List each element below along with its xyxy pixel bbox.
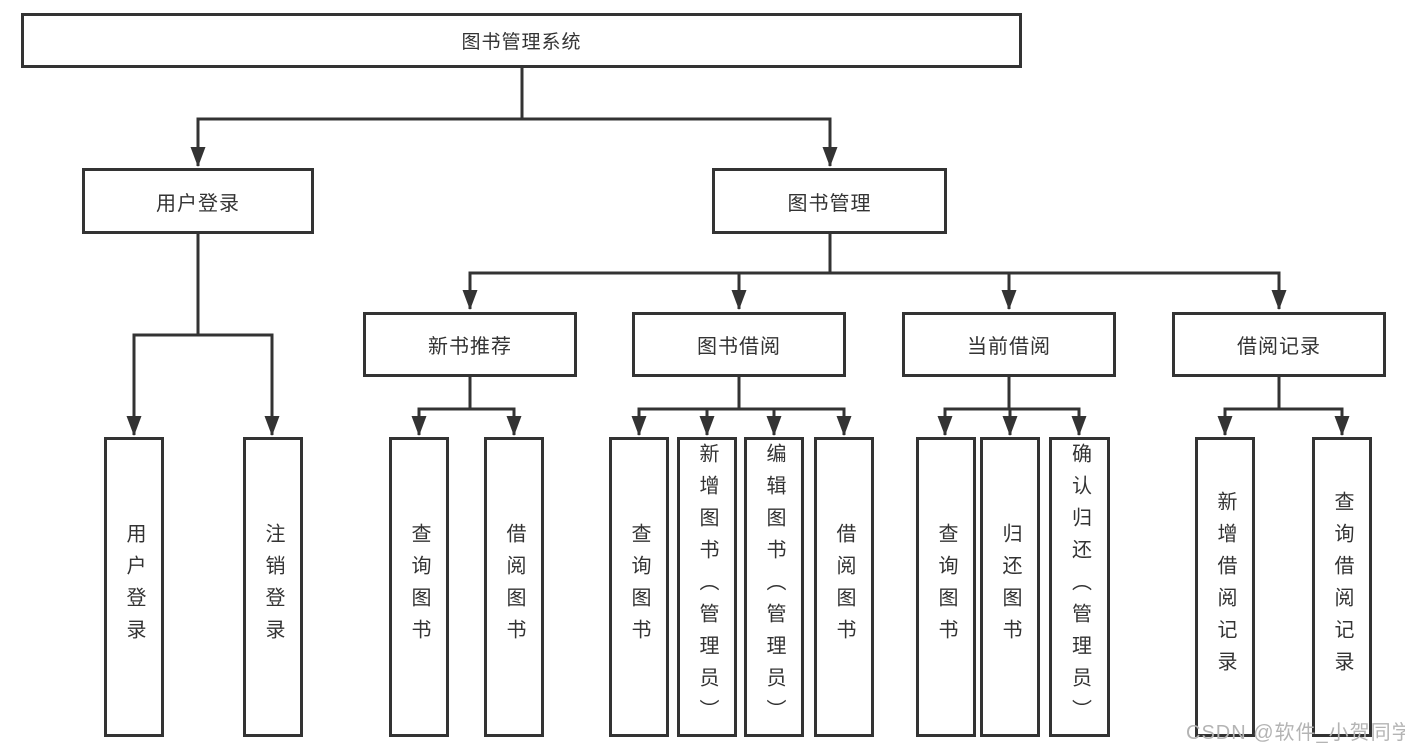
leaf-borrow-books-1: 借阅图书	[484, 437, 544, 737]
node-book-borrowing: 图书借阅	[632, 312, 846, 377]
node-current-borrowing: 当前借阅	[902, 312, 1116, 377]
leaf-query-books-2: 查询图书	[609, 437, 669, 737]
node-new-book-recommend: 新书推荐	[363, 312, 577, 377]
leaf-query-books-3: 查询图书	[916, 437, 976, 737]
leaf-confirm-return-admin: 确认归还（管理员）	[1049, 437, 1110, 737]
node-borrowing-records: 借阅记录	[1172, 312, 1386, 377]
watermark: CSDN @软件_小贺同学	[1186, 722, 1405, 744]
leaf-edit-book-admin: 编辑图书（管理员）	[744, 437, 804, 737]
leaf-add-book-admin: 新增图书（管理员）	[677, 437, 737, 737]
leaf-user-login: 用户登录	[104, 437, 164, 737]
node-library-management-system: 图书管理系统	[21, 13, 1022, 68]
leaf-logout: 注销登录	[243, 437, 303, 737]
leaf-return-books: 归还图书	[980, 437, 1040, 737]
node-book-management: 图书管理	[712, 168, 947, 234]
leaf-query-books-1: 查询图书	[389, 437, 449, 737]
leaf-borrow-books-2: 借阅图书	[814, 437, 874, 737]
leaf-query-borrow-record: 查询借阅记录	[1312, 437, 1372, 737]
leaf-add-borrow-record: 新增借阅记录	[1195, 437, 1255, 737]
node-user-login: 用户登录	[82, 168, 314, 234]
